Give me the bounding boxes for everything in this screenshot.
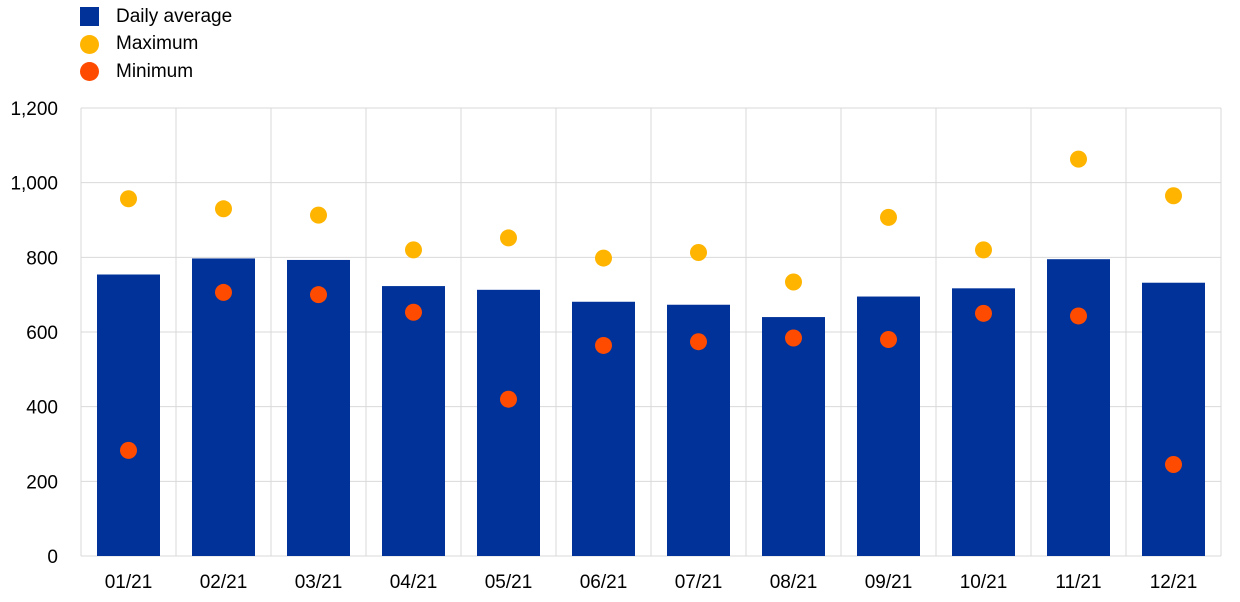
bar-daily-average bbox=[477, 289, 540, 556]
x-tick-label: 08/21 bbox=[770, 572, 818, 593]
daily-average-swatch-icon bbox=[80, 7, 99, 27]
point-minimum bbox=[500, 390, 517, 408]
bar-daily-average bbox=[1047, 259, 1110, 556]
point-minimum bbox=[690, 333, 707, 351]
x-tick-label: 06/21 bbox=[580, 572, 628, 593]
x-tick-label: 03/21 bbox=[295, 572, 343, 593]
point-maximum bbox=[785, 273, 802, 291]
legend-item-maximum: Maximum bbox=[80, 31, 232, 59]
maximum-swatch-icon bbox=[80, 34, 99, 54]
point-maximum bbox=[310, 206, 327, 224]
bar-daily-average bbox=[287, 259, 350, 556]
x-tick-label: 10/21 bbox=[960, 572, 1008, 593]
x-tick-label: 02/21 bbox=[200, 572, 248, 593]
bar-daily-average bbox=[762, 317, 825, 556]
point-minimum bbox=[310, 286, 327, 304]
point-maximum bbox=[880, 208, 897, 226]
point-minimum bbox=[120, 441, 137, 459]
point-minimum bbox=[785, 329, 802, 347]
point-maximum bbox=[120, 190, 137, 208]
legend: Daily average Maximum Minimum bbox=[80, 3, 232, 86]
point-maximum bbox=[1165, 187, 1182, 205]
bar-daily-average bbox=[97, 274, 160, 556]
legend-label-daily-average: Daily average bbox=[116, 5, 233, 27]
point-minimum bbox=[405, 303, 422, 321]
bar-daily-average bbox=[382, 286, 445, 556]
legend-label-maximum: Maximum bbox=[116, 33, 199, 55]
y-tick-label: 200 bbox=[26, 472, 58, 493]
x-tick-label: 04/21 bbox=[390, 572, 438, 593]
point-maximum bbox=[975, 241, 992, 259]
y-tick-label: 1,200 bbox=[10, 99, 58, 120]
point-maximum bbox=[1070, 150, 1087, 168]
x-tick-label: 12/21 bbox=[1150, 572, 1198, 593]
point-minimum bbox=[215, 283, 232, 301]
point-minimum bbox=[1165, 456, 1182, 474]
point-maximum bbox=[500, 229, 517, 247]
bar-daily-average bbox=[952, 288, 1015, 556]
point-minimum bbox=[880, 330, 897, 348]
minimum-swatch-icon bbox=[80, 62, 99, 82]
bar-daily-average bbox=[192, 258, 255, 556]
legend-item-daily-average: Daily average bbox=[80, 3, 232, 31]
point-maximum bbox=[405, 241, 422, 259]
legend-item-minimum: Minimum bbox=[80, 58, 232, 86]
point-maximum bbox=[595, 249, 612, 267]
point-minimum bbox=[595, 336, 612, 354]
legend-label-minimum: Minimum bbox=[116, 60, 194, 82]
y-tick-label: 800 bbox=[26, 248, 58, 269]
x-tick-label: 09/21 bbox=[865, 572, 913, 593]
bar-daily-average bbox=[1142, 282, 1205, 556]
y-tick-label: 400 bbox=[26, 398, 58, 419]
point-minimum bbox=[1070, 307, 1087, 325]
x-tick-label: 07/21 bbox=[675, 572, 723, 593]
point-maximum bbox=[215, 200, 232, 218]
y-tick-label: 1,000 bbox=[10, 174, 58, 195]
x-tick-label: 11/21 bbox=[1055, 572, 1101, 593]
point-maximum bbox=[690, 243, 707, 261]
point-minimum bbox=[975, 304, 992, 322]
x-tick-label: 05/21 bbox=[485, 572, 533, 593]
y-tick-label: 600 bbox=[26, 323, 58, 344]
y-tick-label: 0 bbox=[47, 547, 58, 568]
x-tick-label: 01/21 bbox=[105, 572, 153, 593]
